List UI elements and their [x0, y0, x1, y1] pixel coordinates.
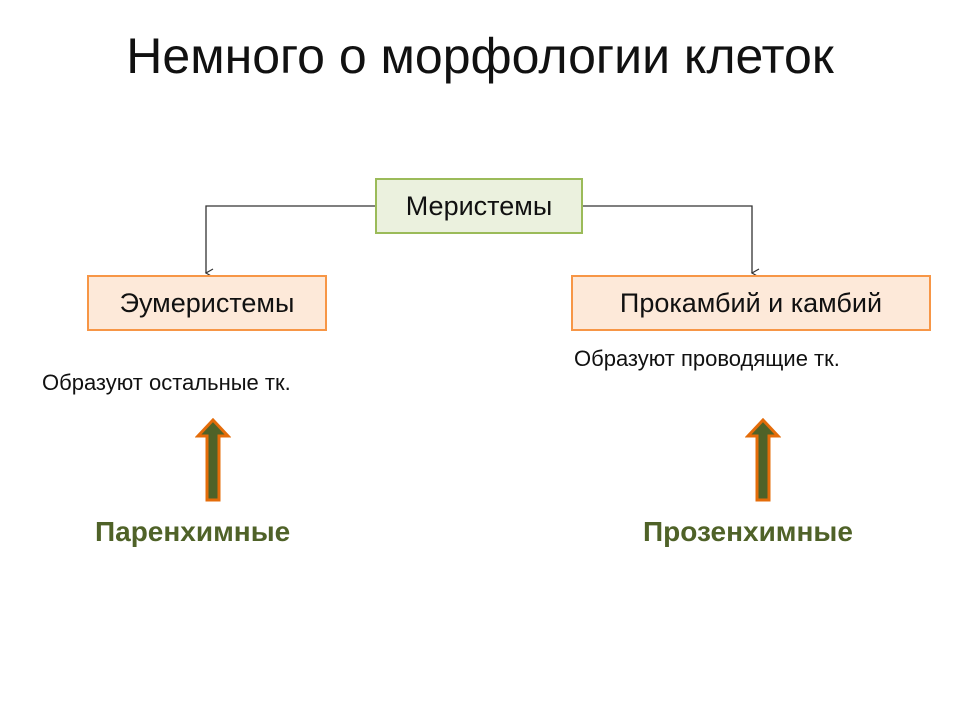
tissue-parenchymal: Паренхимные: [95, 516, 291, 547]
tissue-prosenchymal: Прозенхимные: [643, 516, 853, 547]
node-meristems-label: Меристемы: [405, 190, 553, 221]
node-eumeristems-label: Эумеристемы: [119, 287, 295, 318]
connector-root-to-right: [583, 205, 760, 278]
up-arrow-icon: [745, 418, 781, 502]
description-procambium-cambium: Образуют проводящие тк.: [574, 346, 840, 371]
node-procambium-cambium-label: Прокамбий и камбий: [619, 287, 883, 318]
node-procambium-cambium: Прокамбий и камбий: [571, 275, 931, 331]
connector-root-to-left: [204, 205, 375, 278]
node-eumeristems: Эумеристемы: [87, 275, 327, 331]
slide-title: Немного о морфологии клеток: [126, 28, 834, 84]
node-meristems: Меристемы: [375, 178, 583, 234]
description-eumeristems: Образуют остальные тк.: [42, 370, 291, 395]
up-arrow-icon: [195, 418, 231, 502]
